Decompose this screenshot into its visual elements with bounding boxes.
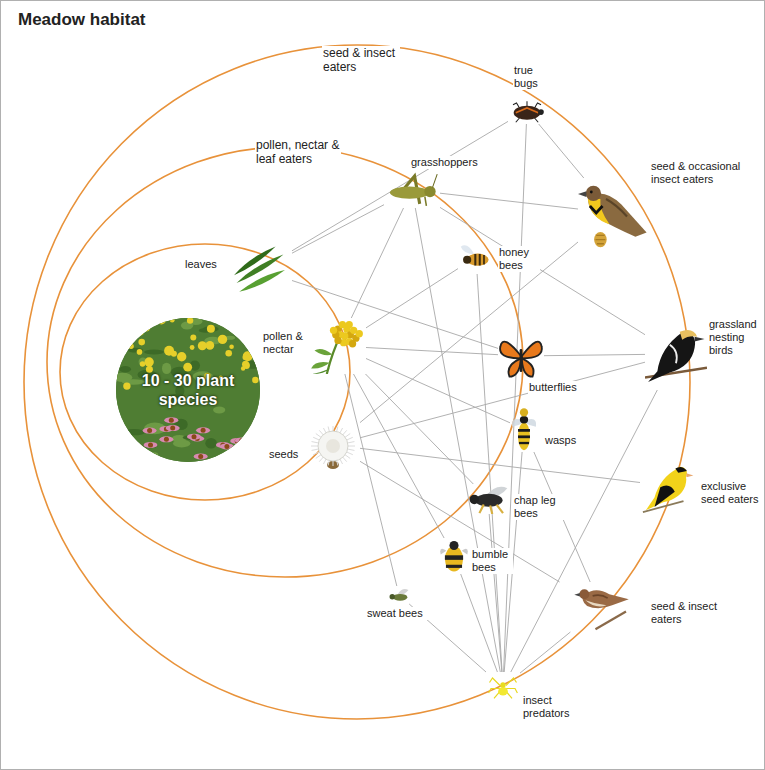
organism-label: seed & insect eaters <box>650 600 720 626</box>
plant-photo-circle: 10 - 30 plant species <box>116 318 260 462</box>
diagram-title: Meadow habitat <box>18 10 146 30</box>
food-link <box>520 632 570 673</box>
food-link <box>366 374 474 484</box>
organism-label: seed & occasional insect eaters <box>650 160 752 186</box>
sparrow-illustration <box>555 582 647 632</box>
food-link <box>489 514 502 672</box>
food-link <box>351 208 403 318</box>
honeybee-illustration <box>458 240 494 274</box>
sweatbee-illustration <box>387 586 411 604</box>
goldenrod-illustration <box>310 318 366 374</box>
chapleg-illustration <box>466 484 510 514</box>
food-link <box>366 269 458 328</box>
organism-label: grassland nesting birds <box>708 318 760 357</box>
bumble-bees-node: bumble bees <box>440 538 468 574</box>
food-link <box>440 193 578 209</box>
middle-ring <box>47 147 523 577</box>
organism-label: leaves <box>184 258 226 271</box>
ring-label: seed & insect eaters <box>322 46 400 74</box>
goldfinch-node: exclusive seed eaters <box>640 456 698 516</box>
organism-label: honey bees <box>498 246 540 272</box>
organism-label: grasshoppers <box>410 156 492 169</box>
organism-label: chap leg bees <box>513 494 567 520</box>
honey-bees-node: honey bees <box>458 240 494 274</box>
food-link <box>360 362 645 438</box>
ring-label: pollen, nectar & leaf eaters <box>255 138 341 166</box>
organism-label: butterflies <box>528 381 590 394</box>
organism-label: exclusive seed eaters <box>700 480 762 506</box>
bumblebee-illustration <box>440 538 468 574</box>
wasp-illustration <box>510 406 538 452</box>
goldfinch-illustration <box>640 456 698 516</box>
food-link <box>292 281 498 349</box>
food-link <box>345 374 397 586</box>
butterflies-node: butterflies <box>498 333 544 379</box>
food-link <box>511 390 658 672</box>
sparrow-node: seed & insect eaters <box>555 582 647 632</box>
plant-count-text: 10 - 30 plant species <box>128 371 248 409</box>
bobolink-node: grassland nesting birds <box>645 318 707 390</box>
organism-label: true bugs <box>513 64 547 90</box>
meadowlark-node: seed & occasional insect eaters <box>578 178 648 248</box>
organism-label: seeds <box>268 448 306 461</box>
seeds-node: seeds <box>306 420 360 470</box>
bug-illustration <box>508 96 546 124</box>
food-link <box>539 124 584 178</box>
food-link <box>354 374 445 538</box>
food-link <box>366 359 510 423</box>
organism-label: wasps <box>544 434 586 447</box>
organism-label: bumble bees <box>471 548 513 574</box>
grasshoppers-node: grasshoppers <box>384 172 440 208</box>
food-link <box>544 354 645 355</box>
food-link <box>366 348 498 355</box>
spider-illustration <box>486 672 520 702</box>
food-link <box>292 205 384 254</box>
chap-leg-bees-node: chap leg bees <box>466 484 510 514</box>
meadow-photo <box>116 318 260 462</box>
meadowlark-illustration <box>578 178 648 248</box>
butterfly-illustration <box>498 333 544 379</box>
leaves-node: leaves <box>228 244 292 296</box>
wasps-node: wasps <box>510 406 538 452</box>
food-link <box>360 242 578 423</box>
insect-predators-node: insect predators <box>486 672 520 702</box>
organism-label: sweat bees <box>366 607 430 620</box>
food-link <box>504 124 527 672</box>
inner-ring <box>60 244 350 500</box>
true-bugs-node: true bugs <box>508 96 546 124</box>
outer-ring <box>24 45 690 719</box>
organism-label: pollen & nectar <box>262 330 310 356</box>
sweat-bees-node: sweat bees <box>387 586 411 604</box>
leaves-illustration <box>228 244 292 296</box>
food-link <box>360 461 560 582</box>
food-link <box>461 574 498 672</box>
bobolink-illustration <box>645 318 707 390</box>
grasshopper-illustration <box>384 172 440 208</box>
organism-label: insect predators <box>522 694 584 720</box>
seed-illustration <box>306 420 360 470</box>
food-link <box>477 274 502 672</box>
pollen-nectar-node: pollen & nectar <box>310 318 366 374</box>
food-link <box>360 448 640 482</box>
